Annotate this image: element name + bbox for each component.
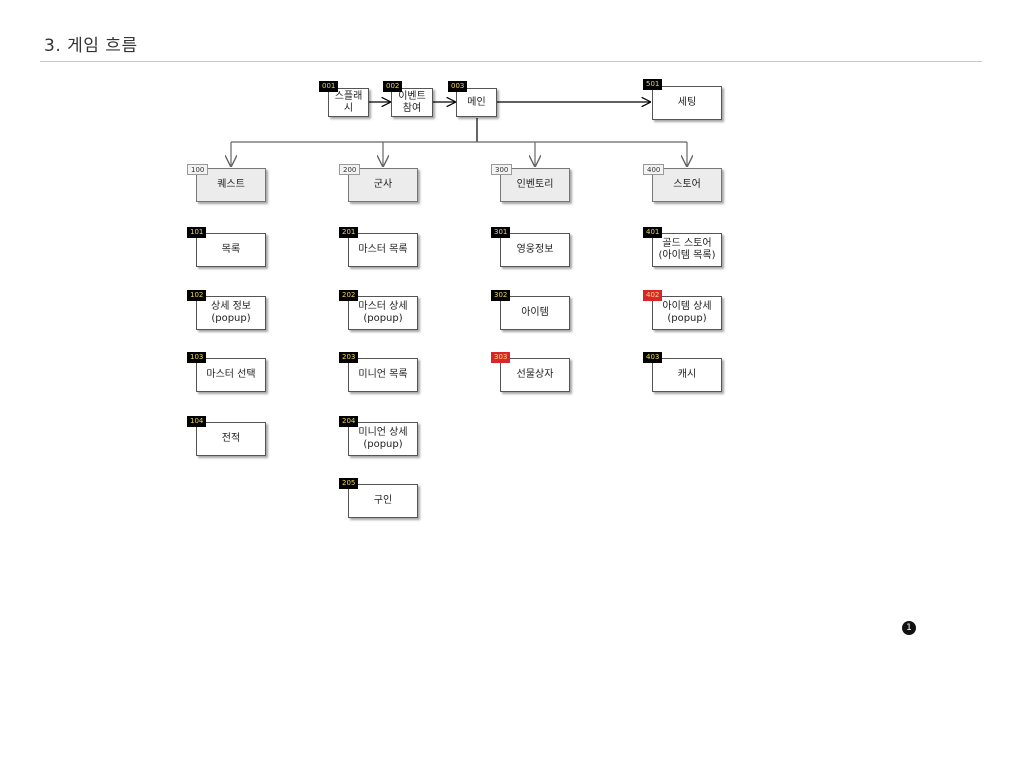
node-cash-code: 403: [643, 352, 663, 363]
node-splash: 스플래시: [328, 88, 369, 117]
node-record: 전적: [196, 422, 266, 456]
node-main: 메인: [456, 88, 497, 117]
node-minion-detail-code: 204: [339, 416, 359, 427]
node-settings: 세팅: [652, 86, 722, 120]
node-settings-code: 501: [643, 79, 663, 90]
node-master-select: 마스터 선택: [196, 358, 266, 392]
node-minion-detail: 미니언 상세 (popup): [348, 422, 418, 456]
node-gift-box: 선물상자: [500, 358, 570, 392]
title-divider: [40, 61, 982, 62]
annotation-marker: 1: [902, 621, 916, 635]
node-master-detail-code: 202: [339, 290, 359, 301]
node-hero-info: 영웅정보: [500, 233, 570, 267]
node-quest-detail: 상세 정보 (popup): [196, 296, 266, 330]
node-item-detail: 아이템 상세 (popup): [652, 296, 722, 330]
node-quest-code: 100: [187, 164, 209, 175]
node-master-list: 마스터 목록: [348, 233, 418, 267]
node-quest-list: 목록: [196, 233, 266, 267]
node-splash-code: 001: [319, 81, 339, 92]
node-master-detail: 마스터 상세 (popup): [348, 296, 418, 330]
node-item-detail-code: 402: [643, 290, 663, 301]
node-event-participation: 이벤트 참여: [391, 88, 433, 117]
node-item-code: 302: [491, 290, 511, 301]
node-master-select-code: 103: [187, 352, 207, 363]
node-gold-store: 골드 스토어 (아이템 목록): [652, 233, 722, 267]
node-hero-info-code: 301: [491, 227, 511, 238]
node-store-code: 400: [643, 164, 665, 175]
node-inventory-code: 300: [491, 164, 513, 175]
node-event-participation-code: 002: [383, 81, 403, 92]
node-record-code: 104: [187, 416, 207, 427]
node-military-code: 200: [339, 164, 361, 175]
node-quest-detail-code: 102: [187, 290, 207, 301]
node-item: 아이템: [500, 296, 570, 330]
node-gift-box-code: 303: [491, 352, 511, 363]
node-gold-store-code: 401: [643, 227, 663, 238]
node-quest-list-code: 101: [187, 227, 207, 238]
node-recruit-code: 205: [339, 478, 359, 489]
node-minion-list: 미니언 목록: [348, 358, 418, 392]
node-master-list-code: 201: [339, 227, 359, 238]
node-cash: 캐시: [652, 358, 722, 392]
page-title: 3. 게임 흐름: [44, 36, 138, 56]
node-recruit: 구인: [348, 484, 418, 518]
node-minion-list-code: 203: [339, 352, 359, 363]
node-main-code: 003: [448, 81, 468, 92]
